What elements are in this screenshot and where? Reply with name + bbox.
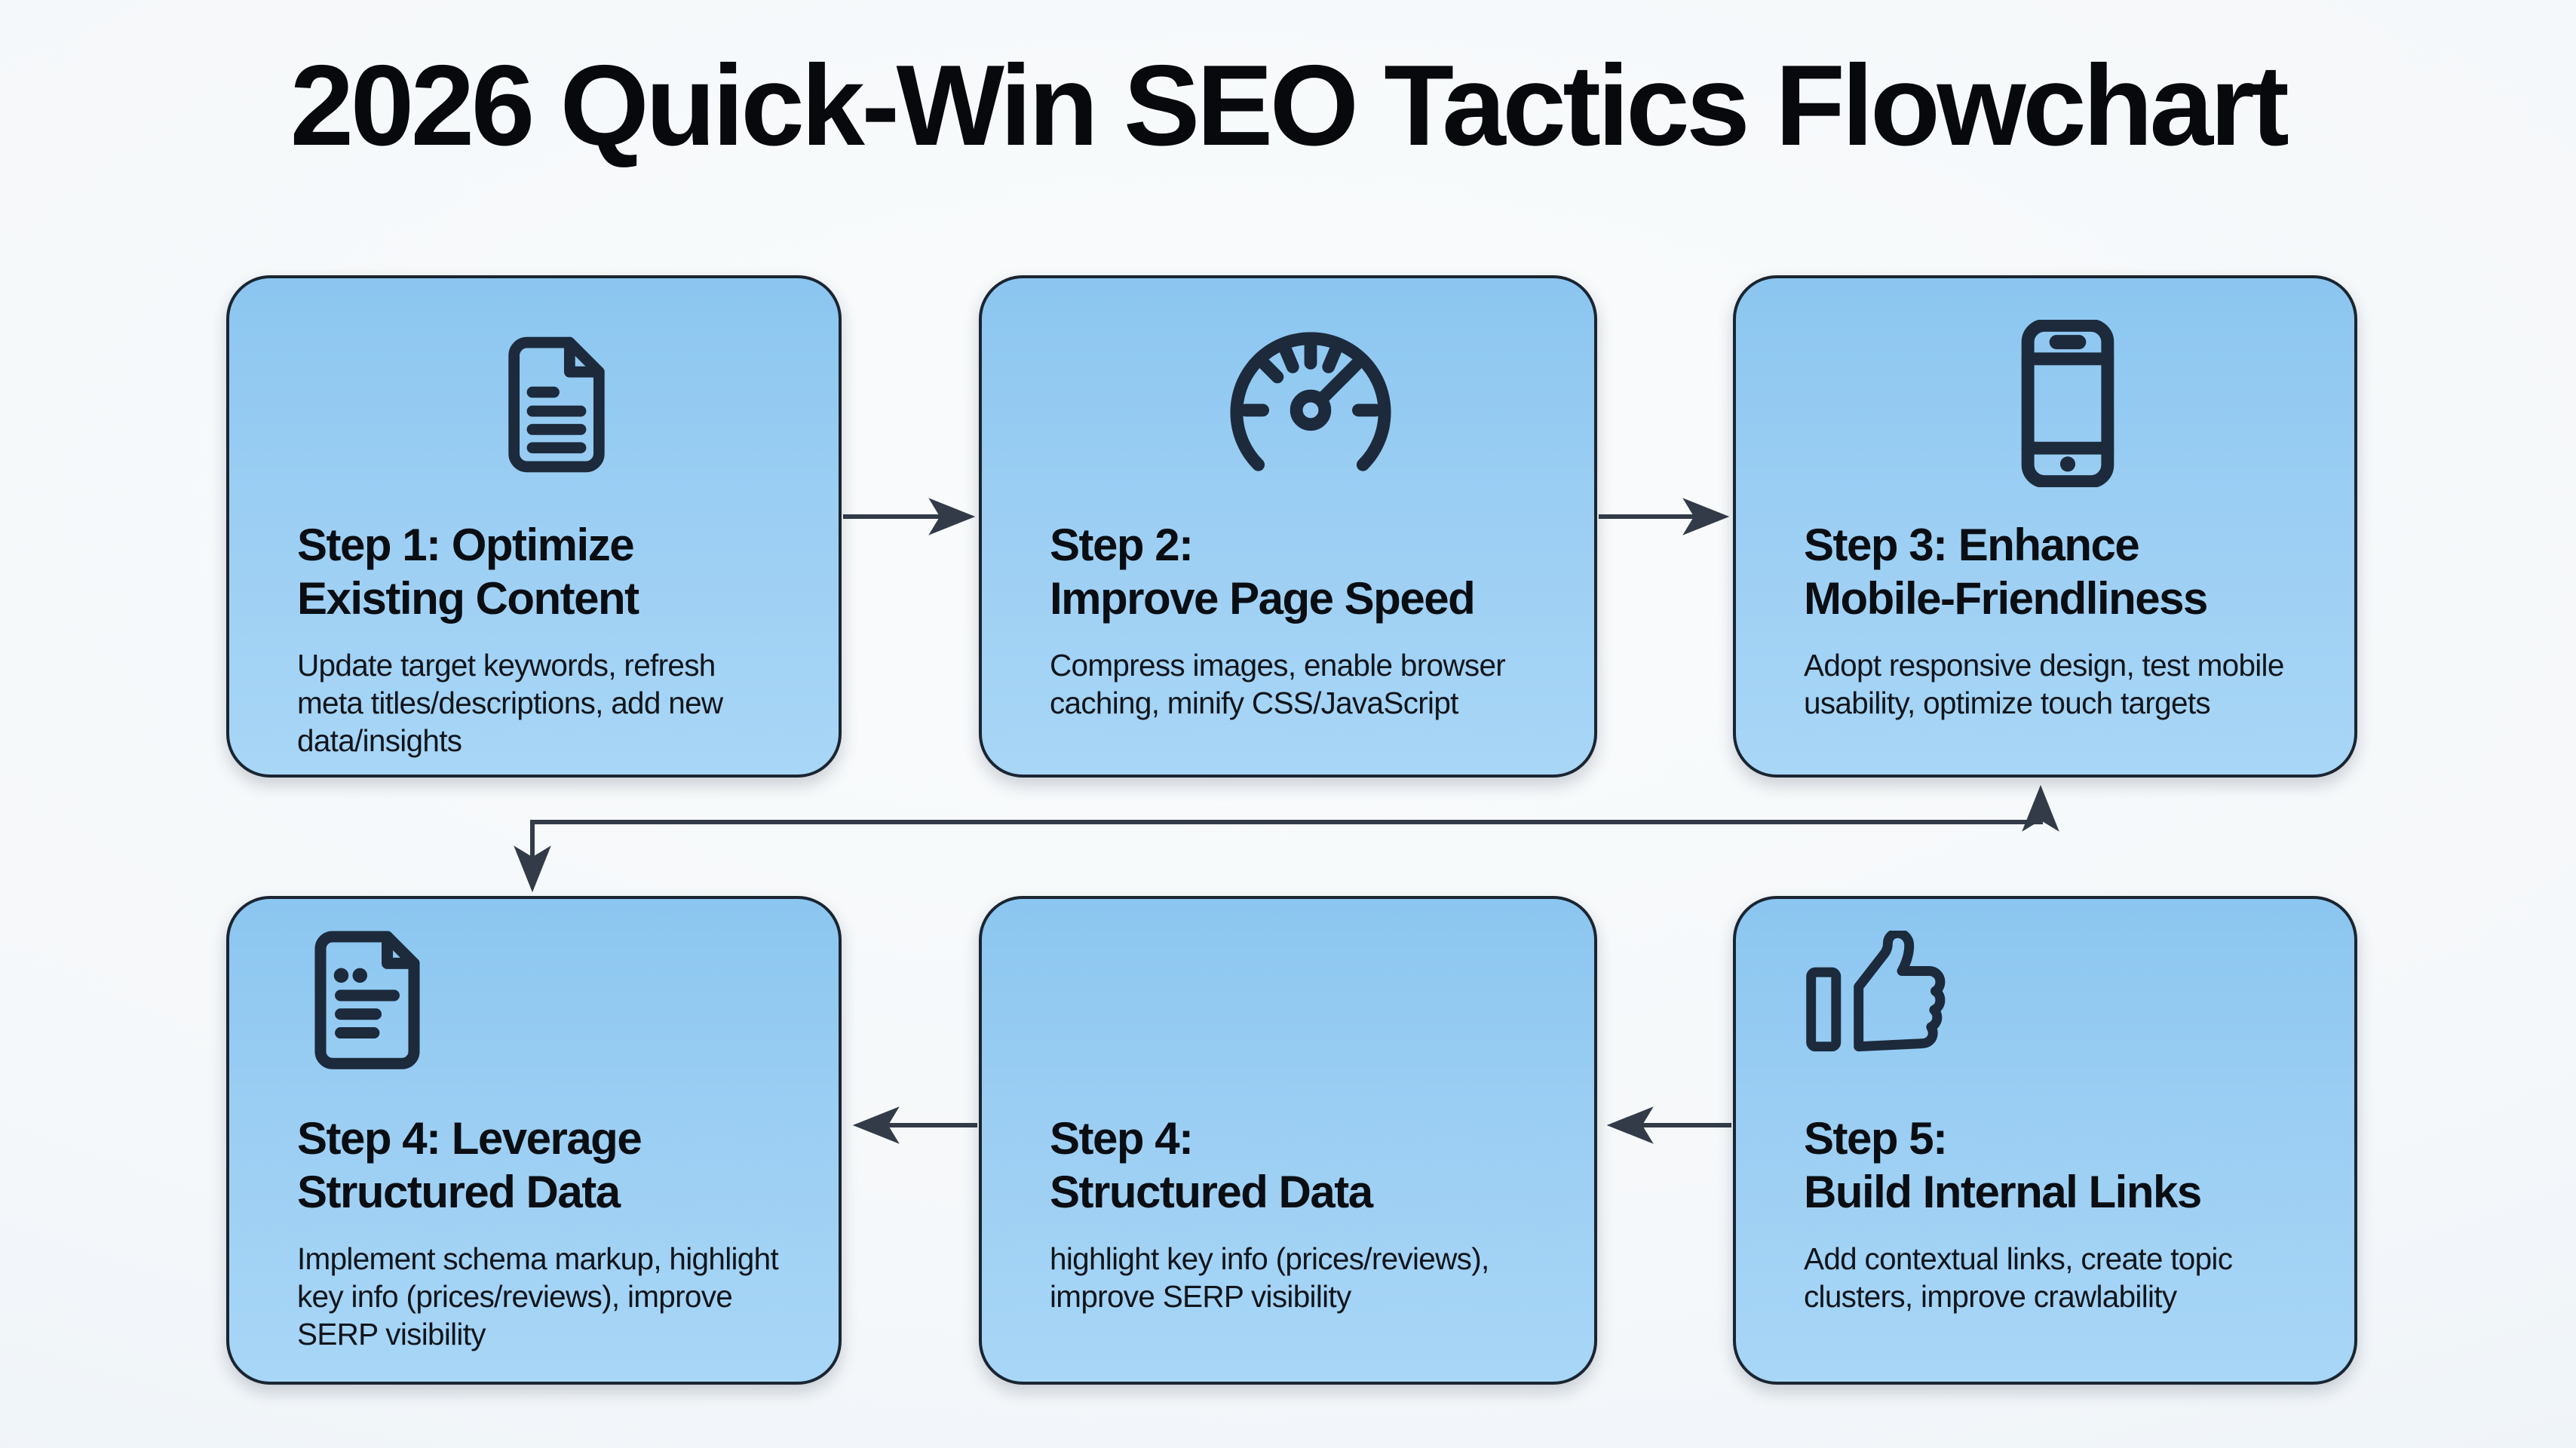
- page-title: 2026 Quick-Win SEO Tactics Flowchart: [290, 41, 2289, 170]
- step-heading: Step 4: Structured Data: [1050, 1113, 1373, 1217]
- step-card-2: Step 2: Improve Page Speed Compress imag…: [979, 275, 1597, 778]
- step-card-4-leverage: Step 4: Leverage Structured Data Impleme…: [226, 896, 842, 1385]
- step-heading: Step 3: Enhance Mobile-Friendliness: [1804, 520, 2208, 624]
- step-body: Compress images, enable browser caching,…: [1050, 648, 1506, 720]
- step-heading: Step 1: Optimize Existing Content: [297, 520, 639, 624]
- connector-step3-step4: [514, 784, 2059, 893]
- speedometer-icon: [1050, 320, 1572, 497]
- step-heading: Step 2: Improve Page Speed: [1050, 520, 1476, 624]
- step-card-3: Step 3: Enhance Mobile-Friendliness Adop…: [1733, 275, 2357, 778]
- step-card-1: Step 1: Optimize Existing Content Update…: [226, 275, 842, 778]
- step-body: Implement schema markup, highlight key i…: [297, 1241, 779, 1351]
- step-body: Adopt responsive design, test mobile usa…: [1804, 648, 2284, 720]
- file-lines-icon: [297, 931, 816, 1069]
- step-body: Add contextual links, create topic clust…: [1804, 1241, 2233, 1314]
- step-body: Update target keywords, refresh meta tit…: [297, 648, 723, 758]
- step-card-4-structured: Step 4: Structured Data highlight key in…: [979, 896, 1597, 1385]
- file-text-icon: [297, 320, 816, 497]
- step-card-5: Step 5: Build Internal Links Add context…: [1733, 896, 2357, 1385]
- step-heading: Step 4: Leverage Structured Data: [297, 1113, 642, 1217]
- thumbs-up-icon: [1804, 931, 2332, 1065]
- step-body: highlight key info (prices/reviews), imp…: [1050, 1241, 1489, 1314]
- smartphone-icon: [1804, 320, 2332, 497]
- step-heading: Step 5: Build Internal Links: [1804, 1113, 2202, 1217]
- icon-slot-empty: [1050, 931, 1572, 1065]
